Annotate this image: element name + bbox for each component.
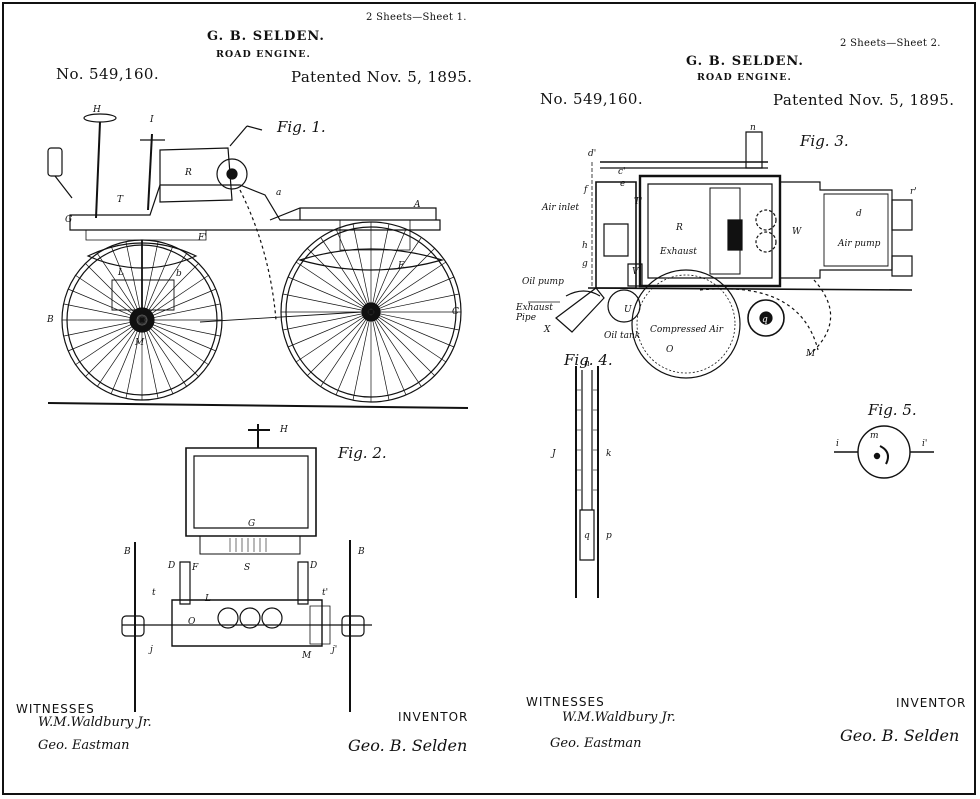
patent-title: ROAD ENGINE.	[697, 72, 792, 83]
svg-text:d': d'	[588, 149, 596, 159]
svg-text:i': i'	[922, 439, 927, 449]
svg-text:D: D	[167, 561, 175, 571]
fig1-drawing: H I R T G F' A E B C L M a b	[46, 105, 490, 510]
svg-text:B: B	[357, 547, 365, 557]
svg-text:S: S	[244, 563, 250, 573]
svg-text:M: M	[805, 349, 816, 359]
svg-text:Air pump: Air pump	[837, 239, 881, 249]
patent-number: No. 549,160.	[540, 90, 644, 108]
inventor-name: G. B. SELDEN.	[207, 29, 325, 44]
svg-text:t: t	[152, 588, 156, 598]
witness-signature: W.M.Waldbury Jr.	[38, 715, 152, 730]
svg-text:d: d	[856, 209, 862, 219]
svg-text:M: M	[301, 651, 312, 661]
svg-text:Exhaust: Exhaust	[659, 247, 697, 257]
witness-signature: Geo. Eastman	[38, 738, 130, 753]
svg-text:A: A	[413, 200, 421, 210]
svg-text:Air inlet: Air inlet	[541, 203, 579, 213]
sheet-2: 2 Sheets—Sheet 2. G. B. SELDEN. ROAD ENG…	[500, 0, 978, 795]
inventor-signature: Geo. B. Selden	[348, 736, 468, 755]
svg-text:G: G	[248, 519, 255, 529]
patent-date: Patented Nov. 5, 1895.	[291, 68, 473, 86]
svg-text:L: L	[117, 268, 124, 278]
svg-text:D: D	[309, 561, 317, 571]
svg-text:k: k	[606, 449, 611, 459]
svg-text:m: m	[870, 431, 879, 441]
svg-text:j: j	[148, 645, 153, 655]
svg-text:n: n	[584, 359, 590, 369]
svg-text:H: H	[92, 105, 101, 115]
svg-text:Pipe: Pipe	[515, 313, 536, 323]
figure-caption: Fig. 5.	[868, 401, 917, 419]
svg-text:G: G	[65, 215, 72, 225]
svg-text:h: h	[582, 241, 588, 251]
svg-text:W: W	[792, 227, 802, 237]
svg-text:a: a	[276, 188, 281, 198]
sheet-1: 2 Sheets—Sheet 1. G. B. SELDEN. ROAD ENG…	[0, 0, 490, 795]
witnesses-label: WITNESSES	[526, 695, 605, 709]
svg-text:E: E	[397, 261, 405, 271]
fig5-drawing: i m i'	[830, 418, 940, 488]
sheet-label: 2 Sheets—Sheet 1.	[366, 12, 467, 23]
inventor-label: INVENTOR	[896, 696, 967, 710]
svg-text:b: b	[176, 269, 182, 279]
svg-text:f: f	[583, 185, 589, 195]
svg-text:O: O	[188, 617, 196, 627]
fig2-drawing: H G D D F S L O M B Bj j' t t'	[110, 420, 410, 720]
sheet-label: 2 Sheets—Sheet 2.	[840, 38, 941, 49]
svg-text:Compressed Air: Compressed Air	[650, 325, 724, 335]
svg-text:q: q	[584, 531, 590, 541]
svg-text:T: T	[117, 195, 124, 205]
witnesses-label: WITNESSES	[16, 702, 95, 716]
svg-text:n: n	[750, 123, 756, 133]
svg-text:g: g	[582, 259, 588, 269]
svg-text:r': r'	[910, 187, 917, 197]
svg-text:R: R	[184, 168, 192, 178]
svg-text:i: i	[836, 439, 839, 449]
svg-text:F: F	[191, 563, 199, 573]
inventor-signature: Geo. B. Selden	[840, 726, 960, 745]
figure-caption: Fig. 3.	[800, 132, 849, 150]
patent-date: Patented Nov. 5, 1895.	[773, 91, 955, 109]
svg-text:U: U	[624, 305, 632, 315]
svg-text:Oil pump: Oil pump	[522, 277, 564, 287]
figure-caption: Fig. 1.	[277, 118, 326, 136]
svg-text:q: q	[762, 315, 768, 325]
svg-text:M: M	[134, 338, 145, 348]
figure-caption: Fig. 4.	[564, 351, 613, 369]
inventor-name: G. B. SELDEN.	[686, 54, 804, 69]
svg-text:c': c'	[618, 167, 626, 177]
svg-text:R: R	[675, 223, 683, 233]
svg-text:p: p	[606, 531, 612, 541]
svg-text:Oil tank: Oil tank	[604, 331, 640, 341]
svg-text:B: B	[123, 547, 131, 557]
svg-text:t': t'	[322, 588, 328, 598]
witness-signature: W.M.Waldbury Jr.	[562, 710, 676, 725]
inventor-label: INVENTOR	[398, 710, 469, 724]
svg-text:H: H	[279, 425, 288, 435]
svg-text:O: O	[666, 345, 674, 355]
svg-text:j': j'	[330, 645, 337, 655]
svg-text:X: X	[543, 325, 551, 335]
patent-number: No. 549,160.	[56, 65, 160, 83]
patent-title: ROAD ENGINE.	[216, 49, 311, 60]
svg-text:I: I	[149, 115, 154, 125]
svg-text:J: J	[550, 449, 557, 459]
svg-text:C: C	[452, 307, 459, 317]
svg-text:T': T'	[634, 197, 642, 207]
svg-text:B: B	[46, 315, 54, 325]
svg-text:e: e	[620, 179, 625, 189]
witness-signature: Geo. Eastman	[550, 736, 642, 751]
svg-text:V: V	[632, 267, 640, 277]
figure-caption: Fig. 2.	[338, 444, 387, 462]
svg-text:Exhaust: Exhaust	[515, 303, 553, 313]
svg-text:F': F'	[197, 233, 207, 243]
svg-text:L: L	[204, 594, 211, 604]
